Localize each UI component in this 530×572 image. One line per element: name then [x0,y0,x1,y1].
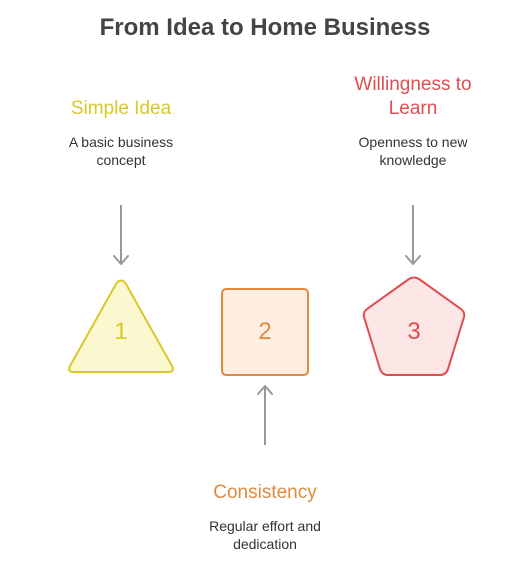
step-1-description: A basic business concept [30,133,212,169]
arrow-down-icon [405,205,421,265]
step-3-number: 3 [407,318,420,345]
step-2-description-line: dedication [233,536,297,552]
step-3-heading-line: Willingness to [354,74,472,95]
step-1-number: 1 [114,318,127,345]
step-3-heading-line: Learn [388,98,438,119]
step-3-description-line: Openness to new [358,134,468,150]
step-2-description: Regular effort and dedication [170,517,360,553]
step-3-description: Openness to new knowledge [322,133,504,169]
arrow-down-icon [113,205,129,265]
step-2-heading-text: Consistency [213,482,317,503]
step-1-triangle: 1 [68,279,174,373]
step-3-pentagon: 3 [362,276,466,376]
step-3-description-line: knowledge [379,152,447,168]
step-1-heading: Simple Idea [30,97,212,121]
step-2-heading: Consistency [170,481,360,505]
step-1-description-line: concept [96,152,146,168]
step-2-square: 2 [221,288,309,376]
step-2-number: 2 [258,318,271,345]
step-3-heading: Willingness to Learn [322,73,504,121]
diagram-title: From Idea to Home Business [99,14,431,41]
arrow-up-icon [257,385,273,445]
step-2-description-line: Regular effort and [209,518,321,534]
step-1-heading-text: Simple Idea [70,98,172,119]
step-1-description-line: A basic business [68,134,174,150]
